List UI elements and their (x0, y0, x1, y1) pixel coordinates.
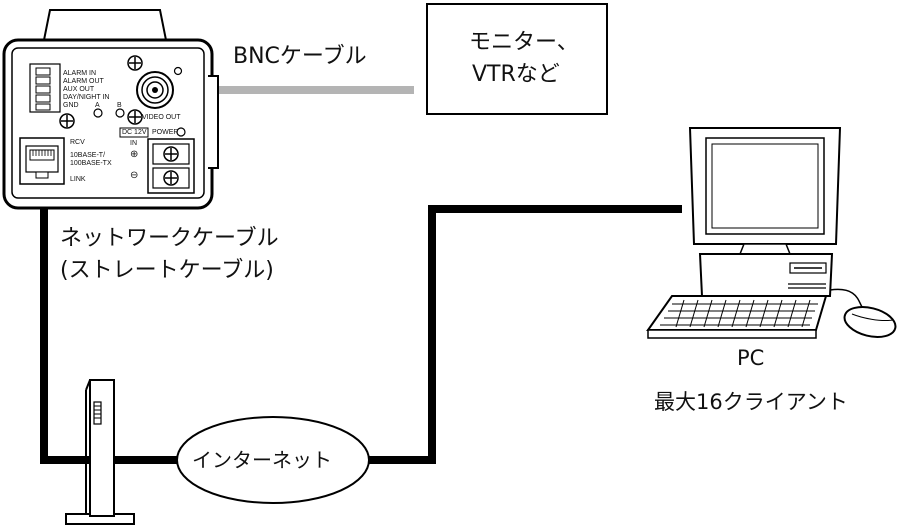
minus-symbol: ⊖ (130, 170, 139, 181)
max-clients-label: 最大16クライアント (654, 390, 848, 414)
rcv-label: RCV (70, 139, 85, 146)
network-cable-camera-to-router (40, 182, 90, 464)
terminal-label-gnd: GND (63, 102, 79, 109)
terminal-label-aux-out: AUX OUT (63, 86, 95, 93)
network-cable-label-line2: (ストレートケーブル) (60, 258, 274, 283)
internet-label: インターネット (192, 448, 332, 472)
plus-symbol: ⊕ (130, 149, 139, 160)
power-label: POWER (152, 129, 179, 136)
terminal-label-day-night-in: DAY/NIGHT IN (63, 94, 110, 101)
monitor-label-line1: モニター、 (469, 30, 579, 55)
pc-label: PC (737, 346, 765, 370)
rj45-port-icon (19, 137, 65, 185)
dc-12v-label: DC 12V (122, 129, 147, 136)
bnc-connector-icon (136, 71, 174, 109)
led-a-label: A (95, 102, 100, 109)
monitor-label-line2: VTRなど (472, 62, 560, 87)
router-icon (65, 379, 135, 525)
internet-ellipse (176, 416, 370, 504)
base-label-line1: 10BASE-T/ (70, 152, 106, 159)
base-label-line2: 100BASE-TX (70, 160, 112, 167)
power-terminal-icon (147, 138, 195, 194)
network-cable-label-line1: ネットワークケーブル (60, 226, 279, 251)
video-out-label: VIDEO OUT (142, 114, 181, 121)
cable-internet-to-pc (368, 205, 682, 464)
bnc-cable-label: BNCケーブル (233, 44, 367, 69)
link-label: LINK (70, 176, 86, 183)
monitor-vtr-box (426, 3, 608, 115)
terminal-label-alarm-in: ALARM IN (63, 70, 97, 77)
in-label: IN (130, 140, 137, 147)
terminal-label-alarm-out: ALARM OUT (63, 78, 104, 85)
camera-icon (2, 9, 219, 210)
pc-icon (646, 127, 897, 339)
led-b-label: B (117, 102, 122, 109)
